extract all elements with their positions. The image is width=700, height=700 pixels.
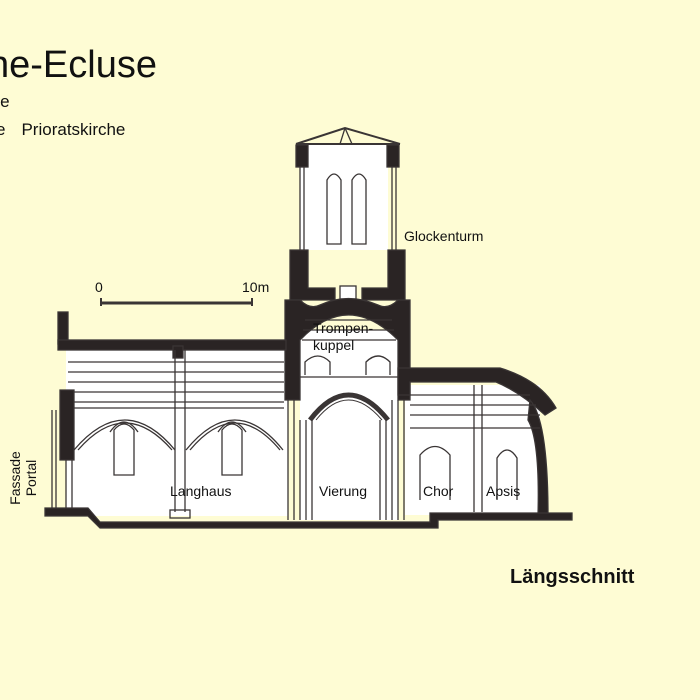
label-facade-line1: Fassade (7, 451, 23, 505)
interior-spaces (66, 145, 540, 520)
subtitle-right: Prioratskirche (21, 120, 126, 139)
bell-tower (289, 126, 406, 301)
label-nave: Langhaus (170, 483, 232, 499)
label-bell-tower: Glockenturm (404, 228, 484, 244)
nave (51, 311, 287, 519)
label-dome-line1: Trompen- (313, 320, 374, 336)
label-dome-line2: kuppel (313, 337, 355, 353)
floor-section (44, 507, 573, 529)
label-choir: Chor (423, 483, 454, 499)
scale-bar (100, 298, 253, 306)
view-label: Längsschnitt (510, 566, 635, 588)
crossing-dome (284, 297, 411, 520)
label-crossing: Vierung (319, 483, 368, 499)
page-title: ne-Ecluse (0, 44, 157, 86)
scale-start-label: 0 (95, 279, 103, 295)
choir-apse (397, 367, 557, 516)
subtitle-left: e (0, 120, 6, 139)
label-facade-line2: Portal (23, 459, 39, 497)
subtitle-line-2: e Prioratskirche (0, 120, 125, 140)
scale-end-label: 10m (242, 279, 270, 295)
subtitle-line-1: me (0, 92, 10, 111)
label-dome: Trompen-kuppel (313, 320, 373, 354)
label-apse: Apsis (486, 483, 521, 499)
